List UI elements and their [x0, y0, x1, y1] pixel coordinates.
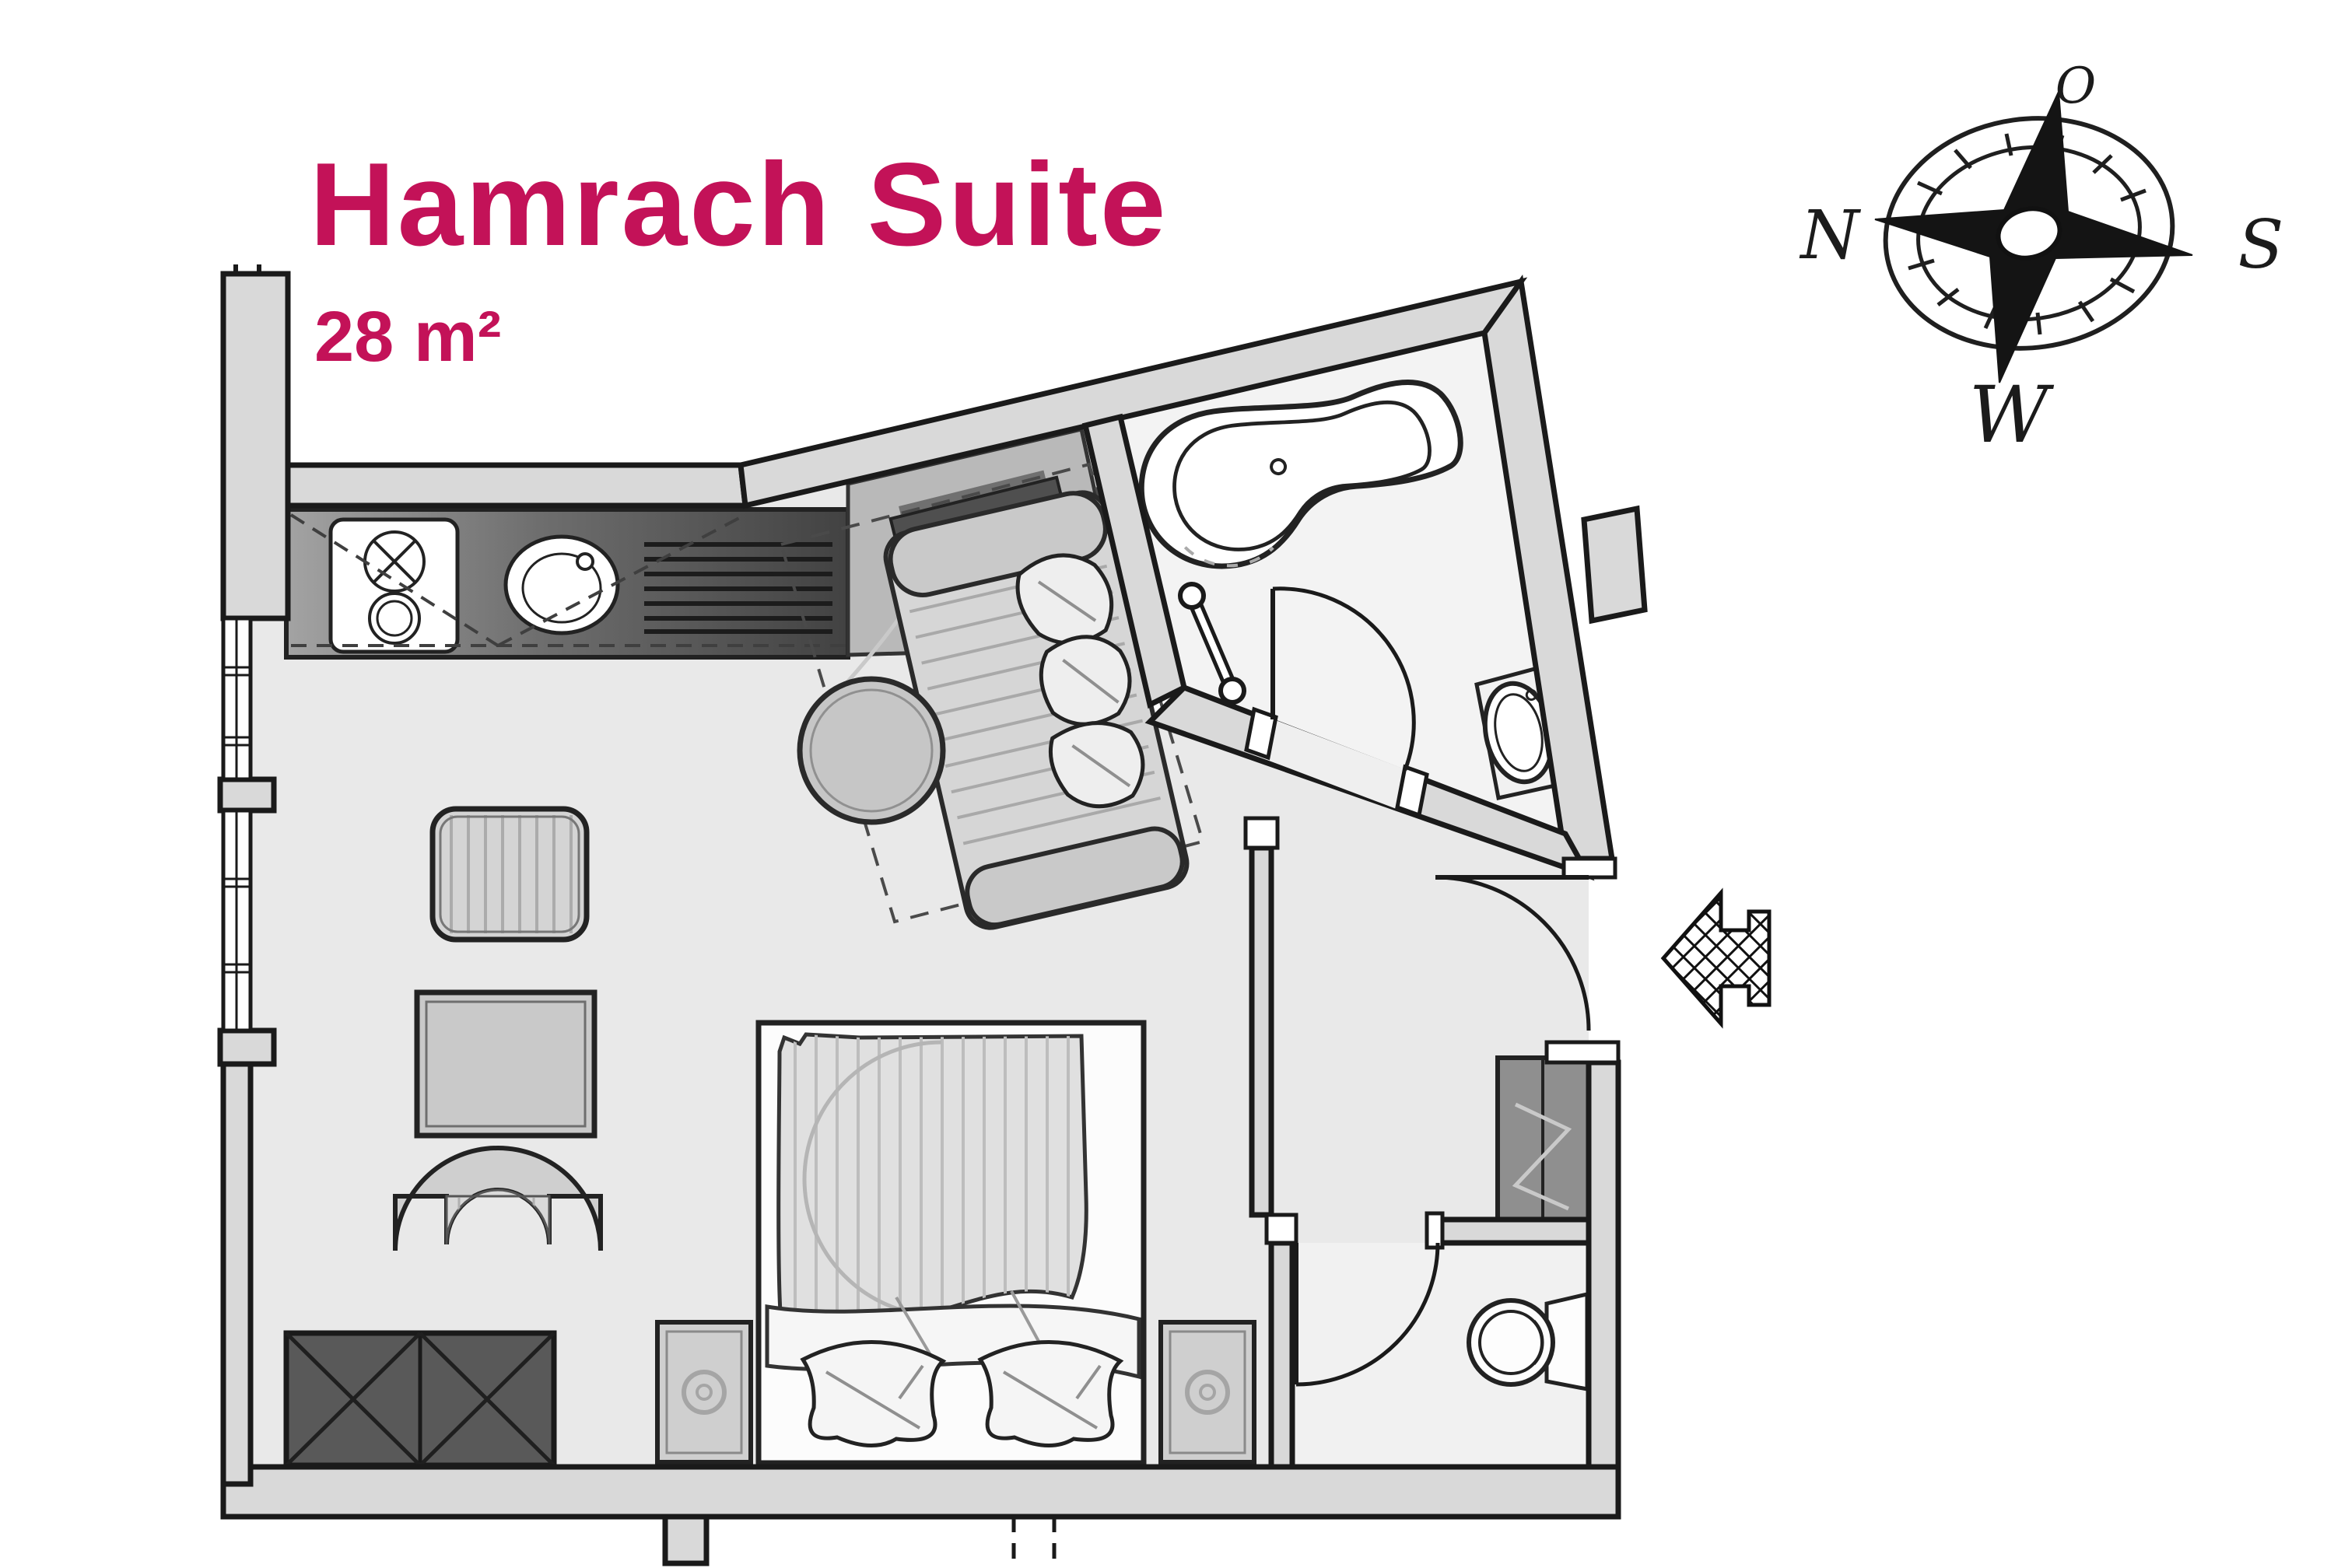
sofa-armrest [888, 491, 1108, 598]
window-icon [221, 616, 253, 782]
pier-tick-marks [233, 264, 261, 275]
double-bed-icon [755, 1020, 1147, 1466]
wall-bottom [220, 1464, 1621, 1520]
sofa-armrest [965, 826, 1185, 928]
compass-label-east: O [2055, 58, 2096, 115]
wall-wc-left [1268, 1240, 1295, 1470]
wall-pier-mid [217, 776, 277, 814]
area-label: 28 m² [314, 297, 501, 376]
wall-right-lower [1586, 1059, 1621, 1470]
wall-stub-bottom [662, 1514, 710, 1566]
compass-label-south: S [2238, 206, 2284, 284]
bottom-wall-dashed-gap [1011, 1517, 1057, 1568]
wall-left-lower [220, 1061, 254, 1487]
compass-label-north: N [1799, 197, 1861, 275]
duvet-curve [802, 1040, 942, 1318]
compass-ticks [1901, 133, 2156, 335]
wall-hall-left [1249, 845, 1274, 1218]
nightstand-icon [1158, 1320, 1256, 1465]
wall-pier-sill [217, 1027, 277, 1067]
bed-pillow-icon [803, 1342, 943, 1445]
round-table-icon [797, 676, 946, 825]
bed-pillow-icon [980, 1342, 1120, 1445]
nightstand-icon [655, 1320, 753, 1465]
bed-duvet [776, 1032, 1088, 1325]
door-jambs [1243, 706, 1621, 1250]
entry-arrow-icon [1660, 887, 1772, 1029]
toilet-icon [1467, 1291, 1589, 1392]
compass-icon: N O S W [1799, 58, 2283, 460]
door-swing-icon [1270, 586, 1591, 1387]
hall-wardrobe-icon [1495, 1055, 1591, 1222]
towel-rail-icon [1178, 582, 1246, 705]
crossed-wardrobe-icon [283, 1330, 557, 1468]
vent-tab [1581, 505, 1648, 625]
drainer-icon [644, 542, 832, 634]
compass-label-west: W [1969, 369, 2055, 460]
sofa-pillow-icon [1015, 553, 1145, 809]
wall-wc-top [1438, 1216, 1592, 1246]
page-title: Hamrach Suite [310, 138, 1168, 271]
cabinet-dashed-lines [289, 513, 846, 647]
window-icon [221, 808, 253, 1033]
side-table-icon [414, 989, 598, 1139]
bathroom-door-opening [1253, 716, 1411, 810]
wall-top [285, 462, 748, 509]
bathtub-icon [1138, 380, 1463, 569]
stool-icon [429, 806, 590, 943]
sink-icon [503, 534, 620, 635]
wall-pier-top-left [220, 271, 291, 621]
stove-icon [328, 517, 460, 654]
